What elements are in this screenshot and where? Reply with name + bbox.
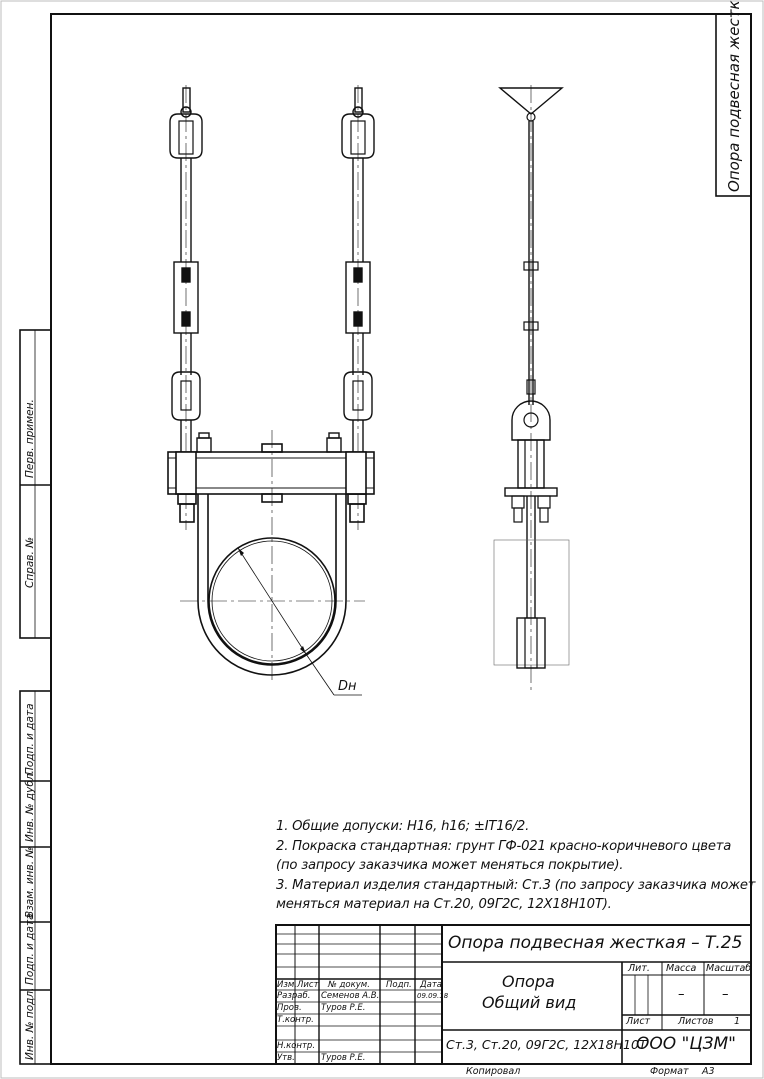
technical-notes: 1. Общие допуски: H16, h16; ±IT16/2. 2. … bbox=[276, 817, 756, 915]
side-view bbox=[493, 85, 570, 690]
scale-label: Масштаб bbox=[706, 963, 752, 974]
pipe-circle bbox=[208, 537, 336, 665]
strip-label-inv-podl: Инв. № подл. bbox=[24, 987, 36, 1060]
sheet-label: Лист bbox=[626, 1016, 651, 1027]
col-date: Дата bbox=[420, 980, 443, 990]
note-line: (по запросу заказчика может меняться пок… bbox=[276, 858, 624, 873]
format-label: Формат bbox=[650, 1066, 689, 1077]
strip-label-podp-2: Подп. и дата bbox=[24, 913, 36, 985]
col-doc: № докум. bbox=[328, 980, 370, 990]
name-razrab: Семенов А.В. bbox=[321, 991, 380, 1001]
right-hanger bbox=[326, 87, 375, 453]
left-hanger bbox=[169, 87, 212, 453]
document-title: Опора подвесная жесткая – Т.25 bbox=[448, 933, 743, 953]
side-strip bbox=[19, 329, 52, 1065]
role-utv: Утв. bbox=[277, 1053, 295, 1063]
role-razrab: Разраб. bbox=[277, 991, 311, 1001]
title-block bbox=[275, 924, 752, 1065]
note-line: 3. Материал изделия стандартный: Ст.3 (п… bbox=[276, 877, 756, 893]
name-prov: Туров Р.Е. bbox=[321, 1003, 366, 1013]
sheets-label: Листов bbox=[678, 1016, 714, 1027]
name-utv: Туров Р.Е. bbox=[321, 1053, 366, 1063]
note-line: 2. Покраска стандартная: грунт ГФ-021 кр… bbox=[276, 838, 732, 854]
copied-label: Копировал bbox=[466, 1066, 521, 1077]
front-view bbox=[167, 85, 375, 696]
scale-value: – bbox=[722, 987, 729, 1002]
cross-beam bbox=[167, 443, 375, 523]
col-list: Лист bbox=[297, 980, 319, 990]
note-line: меняться материал на Ст.20, 09Г2С, 12Х18… bbox=[276, 897, 612, 912]
strip-label-perv: Перв. примен. bbox=[24, 399, 36, 478]
role-tkontr: Т.контр. bbox=[277, 1015, 314, 1025]
role-prov: Пров. bbox=[277, 1003, 302, 1013]
strip-label-inv-dubl: Инв. № дубл. bbox=[24, 770, 36, 842]
note-line: 1. Общие допуски: H16, h16; ±IT16/2. bbox=[276, 819, 530, 834]
strip-label-sprav: Справ. № bbox=[24, 536, 36, 588]
corner-title-box bbox=[715, 13, 752, 197]
u-bolt bbox=[197, 494, 347, 676]
strip-label-podp-1: Подп. и дата bbox=[24, 703, 36, 775]
part-name-line1: Опора bbox=[502, 972, 555, 991]
material-cell: Ст.3, Ст.20, 09Г2С, 12Х18Н10Т bbox=[446, 1037, 647, 1052]
format-value: А3 bbox=[702, 1066, 715, 1077]
pipe-diameter-label: Dн bbox=[338, 679, 357, 694]
corner-title: Опора подвесная жесткая – Т.25 bbox=[725, 0, 743, 192]
col-izm: Изм. bbox=[277, 980, 297, 990]
sheets-value: 1 bbox=[734, 1016, 741, 1027]
part-name-line2: Общий вид bbox=[482, 993, 577, 1012]
role-nkontr: Н.контр. bbox=[277, 1041, 316, 1051]
company-cell: ООО "ЦЗМ" bbox=[636, 1034, 736, 1054]
date-cell: 09.09.18 bbox=[417, 992, 449, 1000]
mass-label: Масса bbox=[666, 963, 697, 974]
strip-label-vzam: Взам. инв. № bbox=[24, 846, 36, 918]
mass-value: – bbox=[678, 987, 685, 1002]
lit-label: Лит. bbox=[628, 963, 650, 974]
col-podp: Подп. bbox=[386, 980, 412, 990]
